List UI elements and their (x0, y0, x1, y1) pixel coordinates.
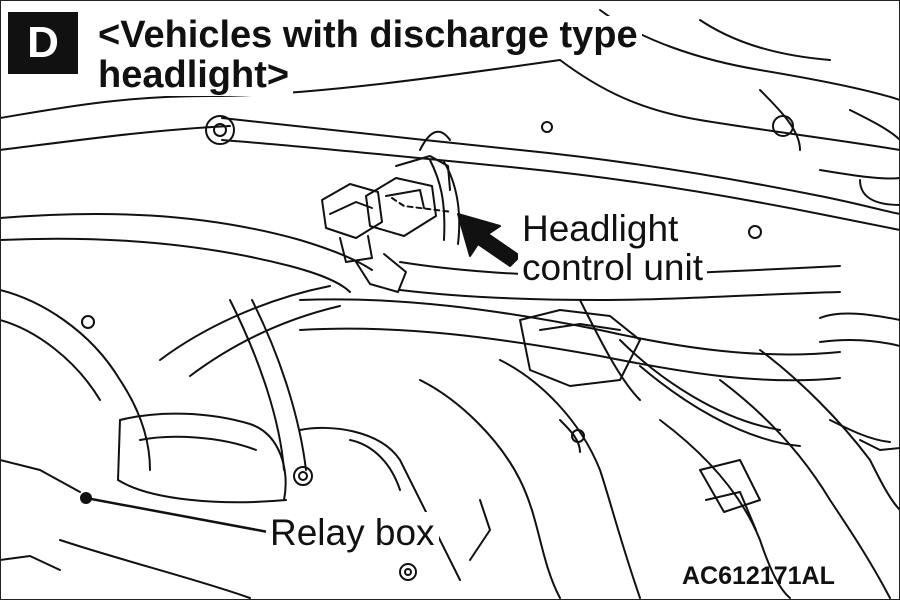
support-rod (205, 115, 900, 231)
diagram-title: <Vehicles with discharge type headlight> (98, 15, 758, 96)
headlight-control-unit-label-line2: control unit (522, 246, 703, 288)
figure-id: AC612171AL (682, 562, 835, 590)
wiring-harness (0, 212, 900, 471)
callout-leaders (84, 213, 521, 534)
relay-box (0, 289, 287, 599)
headlight-control-unit-arrow (457, 213, 521, 267)
relay-box-leader (84, 496, 270, 534)
relay-box-callout: Relay box (266, 512, 439, 555)
section-badge: D (8, 12, 78, 74)
headlight-control-unit-callout: Headlight control unit (518, 208, 707, 290)
engine-bracket (81, 309, 900, 599)
headlight-control-unit-connectors (321, 130, 461, 293)
diagram-title-line2: headlight> (98, 55, 294, 96)
headlight-control-unit-label-line1: Headlight (522, 208, 679, 249)
diagram-title-line1: <Vehicles with discharge type (98, 15, 642, 56)
